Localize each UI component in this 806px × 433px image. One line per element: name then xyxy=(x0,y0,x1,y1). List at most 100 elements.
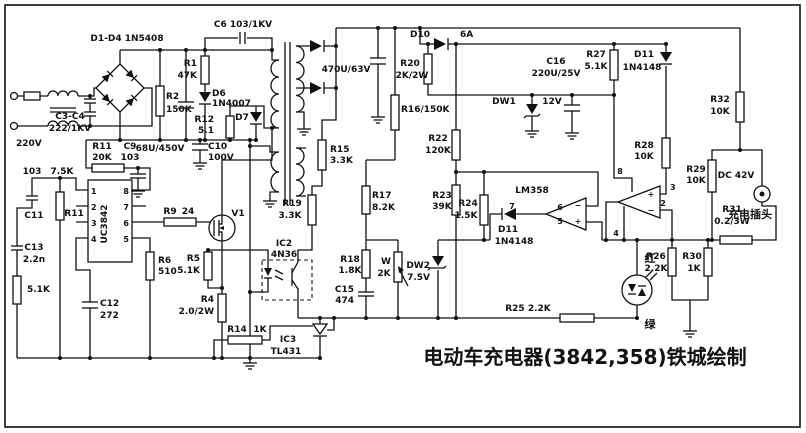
label-w: W xyxy=(381,257,391,267)
label-r5: R5 xyxy=(187,254,200,264)
resistor-r16 xyxy=(390,94,400,131)
label-r6-value: 510 xyxy=(158,267,177,277)
opamp-a-plus-sign: + xyxy=(648,190,655,199)
label-r26-value: 2.2K xyxy=(645,264,669,274)
label-r20: R20 xyxy=(400,59,419,69)
resistor-r11-bottom xyxy=(55,191,65,221)
opamp-a-minus-sign: − xyxy=(648,206,655,215)
diode-d11-supply xyxy=(660,52,672,65)
lm358-pin-8: 8 xyxy=(617,167,623,176)
label-r19: R19 xyxy=(282,199,301,209)
lm358-pin-6: 6 xyxy=(557,203,563,212)
lm358-pin-4: 4 xyxy=(613,229,619,238)
label-r11-bottom: R11 xyxy=(64,209,83,219)
resistor-r6 xyxy=(145,251,155,281)
capacitor-c3-c4 xyxy=(84,98,96,117)
diode-d7 xyxy=(250,112,262,125)
uc3842-pin-2: 2 xyxy=(91,203,97,212)
resistor-r2 xyxy=(155,85,165,117)
resistor-r23 xyxy=(451,184,461,216)
label-68u: 68U/450V xyxy=(136,144,185,154)
label-470u: 470U/63V xyxy=(322,65,371,75)
label-v1: V1 xyxy=(231,209,244,219)
label-ic3: IC3 xyxy=(280,335,296,345)
uc3842-pin-6: 6 xyxy=(123,219,129,228)
label-r27-value: 5.1K xyxy=(585,62,609,72)
label-r14: R14 xyxy=(227,325,246,335)
capacitor-c15 xyxy=(358,291,374,297)
uc3842-pin-7: 7 xyxy=(123,203,129,212)
label-d6: D6 xyxy=(212,89,226,99)
label-r18: R18 xyxy=(340,255,359,265)
transformer xyxy=(270,42,305,205)
resistor-r5 xyxy=(203,251,213,281)
diode-d10 xyxy=(434,38,449,50)
label-r11-bottom-value: 7.5K xyxy=(51,167,75,177)
diode-d11-feedback xyxy=(501,208,516,220)
label-ic3-value: TL431 xyxy=(271,347,302,357)
resistor-5k1 xyxy=(12,275,22,305)
label-ic2-value: 4N36 xyxy=(271,250,297,260)
label-r11-top: R11 xyxy=(92,142,111,152)
lm358-pin-5: 5 xyxy=(557,217,563,226)
resistor-r32 xyxy=(735,91,745,123)
label-r24: R24 xyxy=(458,199,477,209)
capacitor-c13 xyxy=(11,245,23,251)
resistor-r1 xyxy=(200,55,210,85)
uc3842-pin-3: 3 xyxy=(91,219,97,228)
bridge-rectifier-d1-d4 xyxy=(95,63,145,113)
label-r2: R2 xyxy=(166,92,179,102)
label-d7: D7 xyxy=(235,113,249,123)
label-r1-value: 47K xyxy=(178,71,199,81)
label-green-led: 绿 xyxy=(645,317,657,331)
resistor-r18 xyxy=(361,249,371,279)
capacitor-470u xyxy=(370,57,386,65)
resistor-r22 xyxy=(451,129,461,161)
resistor-r20 xyxy=(423,53,433,85)
label-d10: D10 xyxy=(410,30,430,40)
label-r31: R31 xyxy=(722,205,741,215)
label-r30-value: 1K xyxy=(687,264,701,274)
label-ic2: IC2 xyxy=(276,239,292,249)
opamp-b-minus-sign: − xyxy=(575,201,582,210)
resistor-r9 xyxy=(163,217,197,227)
label-r24-value: 1.5K xyxy=(455,211,479,221)
lm358-pin-2: 2 xyxy=(660,199,666,208)
label-r20-value: 2K/2W xyxy=(396,71,429,81)
label-r31-value: 0.2/3W xyxy=(714,217,749,227)
label-c10-value: 100V xyxy=(208,153,234,163)
label-c10: C10 xyxy=(208,142,227,152)
opamp-b-plus-sign: + xyxy=(575,217,582,226)
resistor-r12 xyxy=(225,115,235,139)
resistor-r27 xyxy=(609,49,619,81)
label-r23-value: 39K xyxy=(432,202,453,212)
label-c12: C12 xyxy=(100,299,119,309)
mosfet-v1 xyxy=(208,214,236,242)
label-c16-value: 220U/25V xyxy=(532,69,581,79)
zener-dw2 xyxy=(427,256,447,271)
lm358-pin-7: 7 xyxy=(509,202,515,211)
label-c11: C11 xyxy=(24,211,43,221)
label-c15: C15 xyxy=(335,285,354,295)
capacitor-c11 xyxy=(26,195,38,201)
label-r26: R26 xyxy=(646,252,665,262)
label-c9: C9 xyxy=(124,142,137,152)
junction-dots xyxy=(58,26,742,360)
label-r29-value: 10K xyxy=(686,176,707,186)
resistor-r30 xyxy=(703,247,713,277)
label-d10-value: 6A xyxy=(460,30,473,40)
ac-terminal-top xyxy=(9,91,19,101)
capacitor-c10 xyxy=(192,143,208,151)
resistor-r17 xyxy=(361,185,371,215)
label-r23: R23 xyxy=(432,191,451,201)
label-r28: R28 xyxy=(634,141,653,151)
label-r5-value: 5.1K xyxy=(177,266,201,276)
resistor-r25 xyxy=(559,313,595,323)
diode-d6 xyxy=(199,92,211,105)
ic-uc3842 xyxy=(87,179,133,263)
label-uc3842: UC3842 xyxy=(100,205,110,244)
resistor-r11-top xyxy=(91,163,125,173)
label-r12-value: 5.1 xyxy=(198,126,214,136)
